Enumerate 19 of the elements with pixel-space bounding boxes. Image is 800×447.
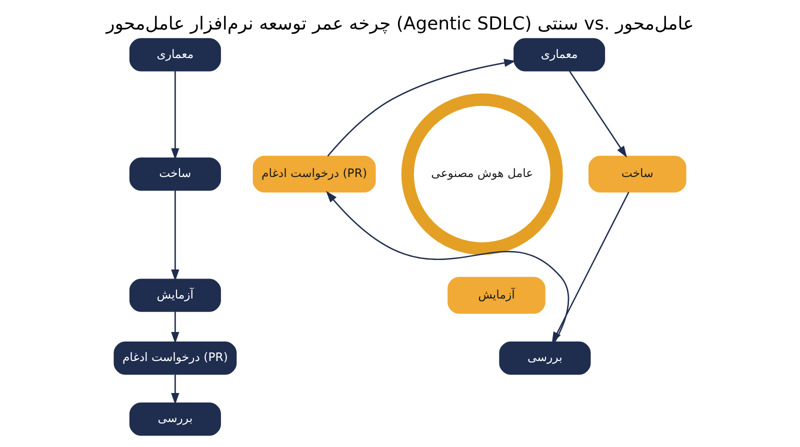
node-box: ساخت bbox=[588, 156, 686, 193]
arrow bbox=[327, 58, 516, 156]
node-circle: عامل هوش مصنوعی bbox=[401, 93, 563, 255]
node-box: بررسی bbox=[499, 342, 591, 375]
arrow bbox=[171, 374, 180, 405]
arrow bbox=[171, 71, 180, 160]
node-box: درخواست ادغام (PR) bbox=[252, 156, 376, 193]
arrow bbox=[326, 190, 570, 342]
arrow bbox=[171, 312, 180, 344]
node-box: آزمایش bbox=[448, 276, 546, 314]
arrow bbox=[568, 70, 628, 158]
node-box: درخواست ادغام (PR) bbox=[114, 342, 237, 375]
node-box: ساخت bbox=[129, 158, 221, 191]
node-box: بررسی bbox=[129, 402, 221, 436]
node-box: آزمایش bbox=[129, 278, 221, 312]
node-box: معماری bbox=[129, 38, 221, 72]
arrow bbox=[171, 190, 180, 282]
diagram-title: چرخه عمر توسعه نرم‌افزار عامل‌محور (Agentic SDLC) سنتی vs. عامل‌محور bbox=[106, 14, 694, 35]
node-box: معماری bbox=[514, 38, 606, 72]
